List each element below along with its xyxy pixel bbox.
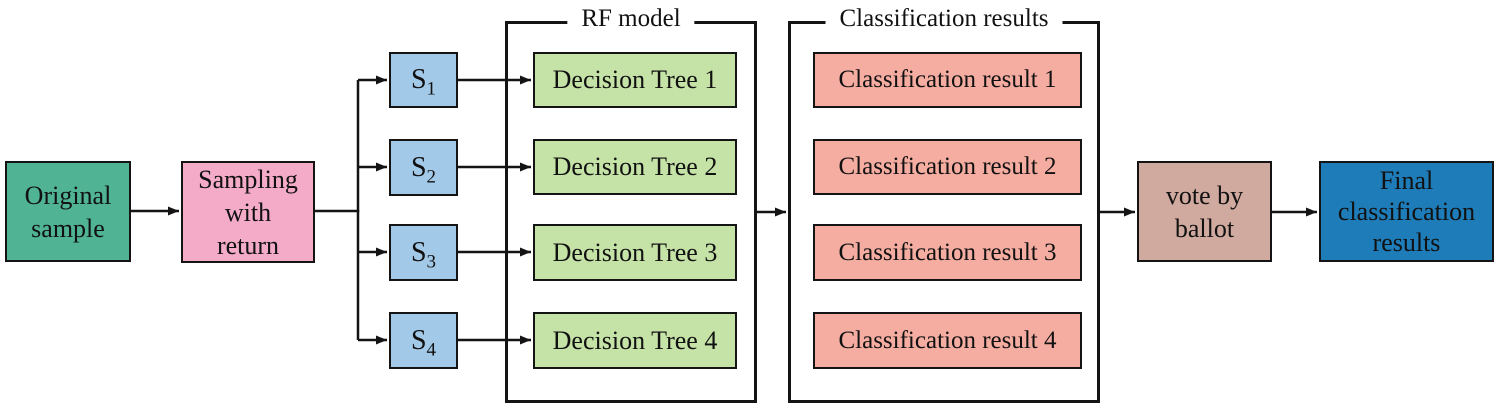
- classification-result-3-label: Classification result 3: [838, 238, 1057, 266]
- final-label-line3: results: [1372, 228, 1441, 257]
- vote-label-line2: ballot: [1174, 213, 1235, 243]
- rf-model-title: RF model: [567, 4, 695, 34]
- decision-tree-2-box: Decision Tree 2: [533, 139, 737, 195]
- vote-label-line1: vote by: [1165, 180, 1244, 210]
- classification-result-4-label: Classification result 4: [838, 326, 1057, 354]
- original-sample-label-line2: sample: [31, 213, 105, 243]
- final-classification-results-box: Final classification results: [1319, 161, 1494, 262]
- decision-tree-4-box: Decision Tree 4: [533, 312, 737, 369]
- sample-box-s1: S1: [389, 52, 458, 108]
- classification-results-title: Classification results: [825, 4, 1063, 34]
- sample-box-s2: S2: [389, 139, 458, 196]
- classification-result-2-label: Classification result 2: [838, 153, 1057, 180]
- classification-result-2-box: Classification result 2: [813, 139, 1082, 195]
- classification-result-1-label: Classification result 1: [838, 66, 1057, 93]
- sample-box-s4: S4: [389, 312, 458, 369]
- original-sample-box: Original sample: [5, 161, 131, 262]
- classification-result-4-box: Classification result 4: [813, 312, 1082, 369]
- decision-tree-2-label: Decision Tree 2: [552, 152, 718, 181]
- decision-tree-1-box: Decision Tree 1: [533, 52, 737, 108]
- sample-s4-label: S4: [410, 324, 437, 361]
- decision-tree-3-label: Decision Tree 3: [552, 237, 718, 267]
- sample-s1-label: S1: [410, 64, 437, 100]
- decision-tree-1-label: Decision Tree 1: [552, 65, 718, 94]
- final-label-line1: Final: [1379, 166, 1434, 195]
- sampling-label-line2: with: [224, 197, 272, 227]
- classification-result-1-box: Classification result 1: [813, 52, 1082, 108]
- sample-s2-label: S2: [410, 151, 437, 188]
- original-sample-label-line1: Original: [24, 180, 112, 210]
- decision-tree-3-box: Decision Tree 3: [533, 224, 737, 281]
- sample-s3-label: S3: [410, 236, 437, 273]
- decision-tree-4-label: Decision Tree 4: [552, 325, 718, 355]
- sample-box-s3: S3: [389, 224, 458, 281]
- sampling-label-line3: return: [216, 230, 280, 260]
- sampling-label-line1: Sampling: [198, 164, 298, 194]
- sampling-with-return-box: Sampling with return: [181, 161, 315, 263]
- final-label-line2: classification: [1337, 197, 1476, 226]
- vote-by-ballot-box: vote by ballot: [1137, 161, 1272, 262]
- classification-result-3-box: Classification result 3: [813, 224, 1082, 281]
